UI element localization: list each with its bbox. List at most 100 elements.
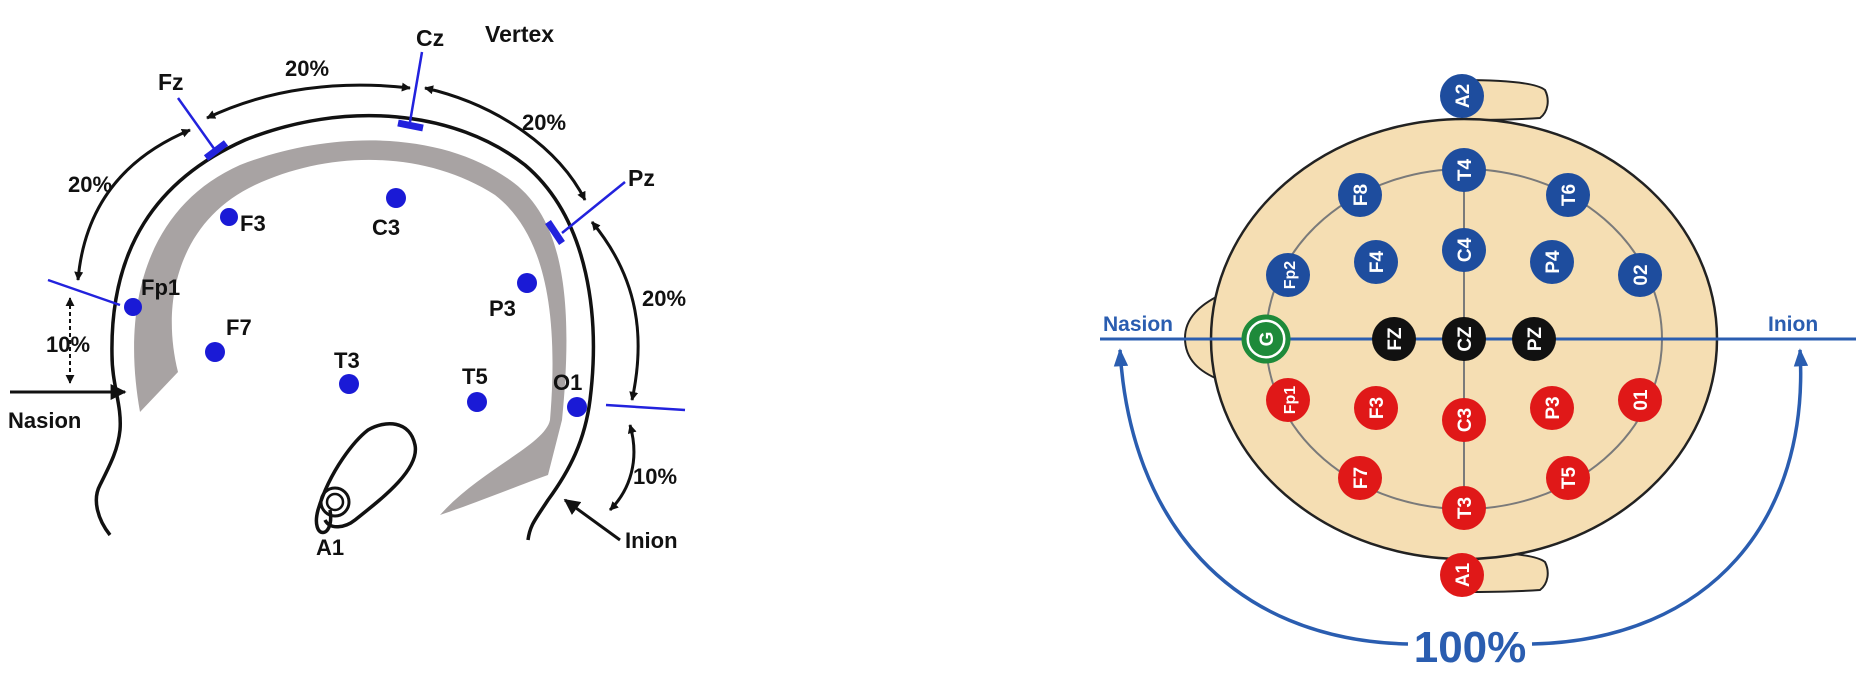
nasion-label-top: Nasion <box>1103 313 1173 336</box>
electrode-circle-a2 <box>1440 74 1484 118</box>
arc-pz-o <box>590 221 640 401</box>
electrode-circle-f8 <box>1338 173 1382 217</box>
arc-fz-cz <box>206 82 411 120</box>
electrode-dot-o1 <box>567 397 587 417</box>
ear-outline <box>314 422 418 535</box>
electrode-label-top-fp1: Fp1 <box>1282 386 1299 415</box>
electrode-circle-t4 <box>1442 148 1486 192</box>
electrode-g: G <box>1241 314 1291 364</box>
electrode-circle-t3 <box>1442 486 1486 530</box>
electrode-label-top-f4: F4 <box>1367 250 1388 273</box>
electrode-circle-t5 <box>1546 456 1590 500</box>
arc-o-inion <box>608 424 637 512</box>
electrode-circle-fp1 <box>1266 378 1310 422</box>
electrode-fp2: Fp2 <box>1266 253 1310 297</box>
fz-marker-bar <box>203 140 229 161</box>
electrode-cz: CZ <box>1442 317 1486 361</box>
electrode-label-top-c4: C4 <box>1455 237 1476 262</box>
electrode-label-top-02: 02 <box>1631 264 1652 285</box>
electrode-label-fp1: Fp1 <box>141 275 180 300</box>
electrode-label-p3: P3 <box>489 296 516 321</box>
electrode-fp1: Fp1 <box>1266 378 1310 422</box>
pct-cz-pz: 20% <box>522 110 566 135</box>
electrode-circle-fz <box>1372 317 1416 361</box>
fz-marker-line <box>176 97 217 151</box>
electrode-label-top-pz: PZ <box>1525 326 1546 351</box>
electrode-t6: T6 <box>1546 173 1590 217</box>
electrode-label-top-t3: T3 <box>1455 497 1476 519</box>
vertex-label: Vertex <box>485 21 554 47</box>
electrode-dot-c3 <box>386 188 406 208</box>
electrode-label-top-t5: T5 <box>1559 466 1580 489</box>
electrode-01: 01 <box>1618 378 1662 422</box>
electrode-circle-f4 <box>1354 240 1398 284</box>
skull-band <box>134 140 567 515</box>
arc-cz-pz <box>424 85 587 201</box>
electrode-dot-t3 <box>339 374 359 394</box>
electrode-t3: T3 <box>1442 486 1486 530</box>
electrode-label-o1: O1 <box>553 370 582 395</box>
electrode-a2: A2 <box>1440 74 1484 118</box>
arc-fp-fz <box>74 128 191 281</box>
electrode-circle-pz <box>1512 317 1556 361</box>
inion-label: Inion <box>625 528 678 553</box>
electrode-label-top-01: 01 <box>1631 389 1652 411</box>
electrode-label-top-f7: F7 <box>1351 467 1372 489</box>
electrode-circle-p3 <box>1530 386 1574 430</box>
electrode-circle-02 <box>1618 253 1662 297</box>
percent-100-label: 100% <box>1414 623 1527 672</box>
electrode-p3: P3 <box>1530 386 1574 430</box>
electrode-inner-g <box>1249 322 1283 356</box>
inion-label-top: Inion <box>1768 313 1818 336</box>
electrode-label-top-fz: FZ <box>1385 327 1406 351</box>
electrode-02: 02 <box>1618 253 1662 297</box>
electrode-circle-t6 <box>1546 173 1590 217</box>
electrode-label-top-g: G <box>1257 332 1278 347</box>
electrode-fz: FZ <box>1372 317 1416 361</box>
electrode-label-top-a1: A1 <box>1453 562 1474 587</box>
pct-pz-o: 20% <box>642 286 686 311</box>
electrode-dot-t5 <box>467 392 487 412</box>
cz-marker-line <box>408 51 424 123</box>
pz-marker-bar <box>545 220 565 245</box>
o-marker-line <box>605 403 686 412</box>
electrode-label-t3: T3 <box>334 348 360 373</box>
electrode-p4: P4 <box>1530 240 1574 284</box>
electrode-f7: F7 <box>1338 456 1382 500</box>
electrode-circle-c3 <box>1442 398 1486 442</box>
fz-label: Fz <box>158 69 184 95</box>
electrode-circle-p4 <box>1530 240 1574 284</box>
electrode-f3: F3 <box>1354 386 1398 430</box>
electrode-label-top-f3: F3 <box>1367 397 1388 419</box>
arc-right-100 <box>1531 348 1809 646</box>
electrode-dot-f7 <box>205 342 225 362</box>
electrode-t4: T4 <box>1442 148 1486 192</box>
electrode-dot-fp1 <box>124 298 142 316</box>
electrode-circle-f7 <box>1338 456 1382 500</box>
electrode-dot-p3 <box>517 273 537 293</box>
cz-label: Cz <box>416 25 444 51</box>
nasion-label: Nasion <box>8 408 81 433</box>
electrode-dot-f3 <box>220 208 238 226</box>
electrode-label-top-f8: F8 <box>1351 184 1372 206</box>
electrode-circle-f3 <box>1354 386 1398 430</box>
electrode-circle-a1 <box>1440 553 1484 597</box>
electrode-circle-fp2 <box>1266 253 1310 297</box>
electrode-circle-cz <box>1442 317 1486 361</box>
electrode-label-c3: C3 <box>372 215 400 240</box>
arc-left-100 <box>1113 348 1409 646</box>
a1-label-side: A1 <box>316 535 344 560</box>
electrode-circle-c4 <box>1442 228 1486 272</box>
side-view-diagram: Vertex Cz Fz Pz 20% 20% 20% 20% 10% 10% … <box>8 21 686 560</box>
electrode-label-top-cz: CZ <box>1455 326 1476 352</box>
electrode-label-top-a2: A2 <box>1453 84 1474 108</box>
electrode-label-top-c3: C3 <box>1455 408 1476 432</box>
cz-marker-bar <box>397 119 424 132</box>
pct-fz-cz: 20% <box>285 56 329 81</box>
electrode-label-f7: F7 <box>226 315 252 340</box>
electrode-t5: T5 <box>1546 456 1590 500</box>
